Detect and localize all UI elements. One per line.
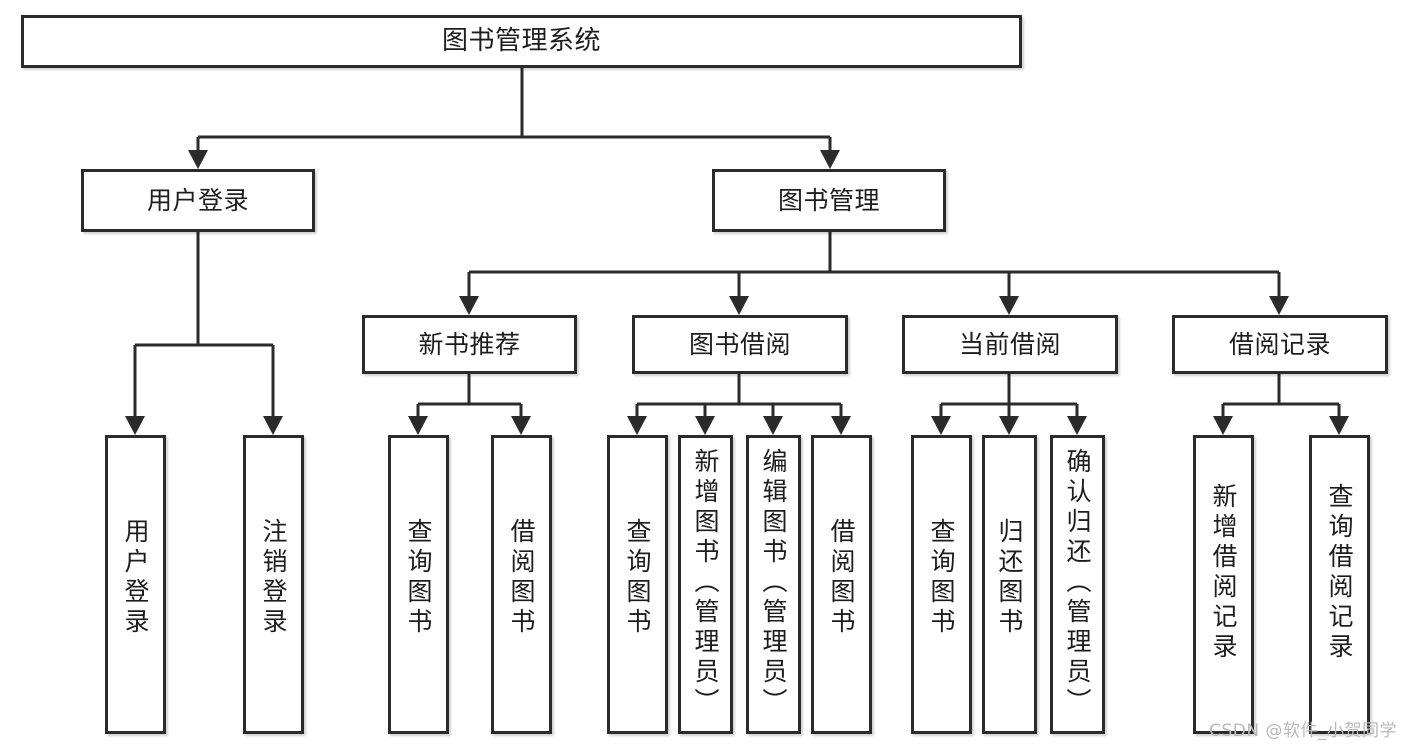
- node-label: 新书推荐: [418, 329, 521, 359]
- node-leaf-edit-book[interactable]: 编辑图书（管理员）: [746, 435, 801, 734]
- arrow-to-leaf-query-book-3: [931, 416, 951, 435]
- arrow-to-book-management: [820, 150, 840, 169]
- node-leaf-query-record[interactable]: 查询借阅记录: [1309, 435, 1370, 734]
- node-label: 借阅图书: [507, 518, 536, 638]
- arrow-to-leaf-query-book-1: [408, 416, 428, 435]
- arrow-to-borrow-record: [1269, 296, 1289, 315]
- node-label: 借阅图书: [827, 518, 856, 638]
- arrow-to-leaf-return-book: [999, 416, 1019, 435]
- arrow-to-leaf-edit-book: [763, 416, 783, 435]
- node-leaf-confirm-return[interactable]: 确认归还（管理员）: [1050, 435, 1105, 734]
- node-leaf-query-book-borrow[interactable]: 查询图书: [607, 435, 668, 734]
- arrow-to-current-borrow: [999, 296, 1019, 315]
- node-leaf-query-book-new[interactable]: 查询图书: [388, 435, 449, 734]
- node-leaf-add-record[interactable]: 新增借阅记录: [1193, 435, 1254, 734]
- node-label: 用户登录: [121, 518, 150, 638]
- node-leaf-logout[interactable]: 注销登录: [243, 435, 304, 734]
- arrow-to-new-book-recommend: [459, 296, 479, 315]
- arrow-to-book-borrow: [729, 296, 749, 315]
- arrow-to-leaf-user-login: [125, 416, 145, 435]
- arrow-to-leaf-borrow-book-1: [511, 416, 531, 435]
- node-current-borrow[interactable]: 当前借阅: [902, 315, 1118, 374]
- watermark-text: CSDN @软件_小贺同学: [1209, 721, 1397, 741]
- node-label: 新增借阅记录: [1209, 483, 1238, 663]
- node-leaf-borrow-book[interactable]: 借阅图书: [811, 435, 872, 734]
- node-leaf-borrow-book-new[interactable]: 借阅图书: [491, 435, 552, 734]
- node-label: 图书管理系统: [441, 25, 601, 56]
- node-label: 编辑图书（管理员）: [759, 448, 788, 718]
- node-label: 归还图书: [995, 518, 1024, 638]
- arrow-to-leaf-borrow-book-2: [831, 416, 851, 435]
- node-borrow-record[interactable]: 借阅记录: [1172, 315, 1388, 374]
- node-leaf-add-book[interactable]: 新增图书（管理员）: [678, 435, 733, 734]
- arrow-to-leaf-confirm-return: [1067, 416, 1087, 435]
- node-user-login[interactable]: 用户登录: [81, 169, 315, 232]
- node-label: 查询图书: [623, 518, 652, 638]
- node-leaf-query-book-current[interactable]: 查询图书: [911, 435, 972, 734]
- arrow-to-user-login: [188, 150, 208, 169]
- node-leaf-user-login[interactable]: 用户登录: [105, 435, 166, 734]
- arrow-to-leaf-query-book-2: [627, 416, 647, 435]
- node-label: 图书管理: [777, 185, 880, 215]
- arrow-to-leaf-add-record: [1213, 416, 1233, 435]
- node-label: 查询图书: [404, 518, 433, 638]
- node-label: 确认归还（管理员）: [1063, 448, 1092, 718]
- node-book-management[interactable]: 图书管理: [712, 169, 946, 232]
- arrow-to-leaf-query-record: [1329, 416, 1349, 435]
- node-label: 查询图书: [927, 518, 956, 638]
- arrow-to-leaf-add-book: [695, 416, 715, 435]
- node-new-book-recommend[interactable]: 新书推荐: [362, 315, 577, 374]
- node-book-borrow[interactable]: 图书借阅: [632, 315, 848, 374]
- node-label: 当前借阅: [958, 329, 1061, 359]
- node-label: 图书借阅: [688, 329, 791, 359]
- node-root-book-management-system[interactable]: 图书管理系统: [21, 15, 1022, 68]
- node-label: 查询借阅记录: [1325, 483, 1354, 663]
- node-label: 用户登录: [146, 185, 249, 215]
- arrow-to-leaf-logout: [263, 416, 283, 435]
- node-label: 注销登录: [259, 518, 288, 638]
- node-label: 借阅记录: [1228, 329, 1331, 359]
- node-label: 新增图书（管理员）: [691, 448, 720, 718]
- node-leaf-return-book[interactable]: 归还图书: [982, 435, 1037, 734]
